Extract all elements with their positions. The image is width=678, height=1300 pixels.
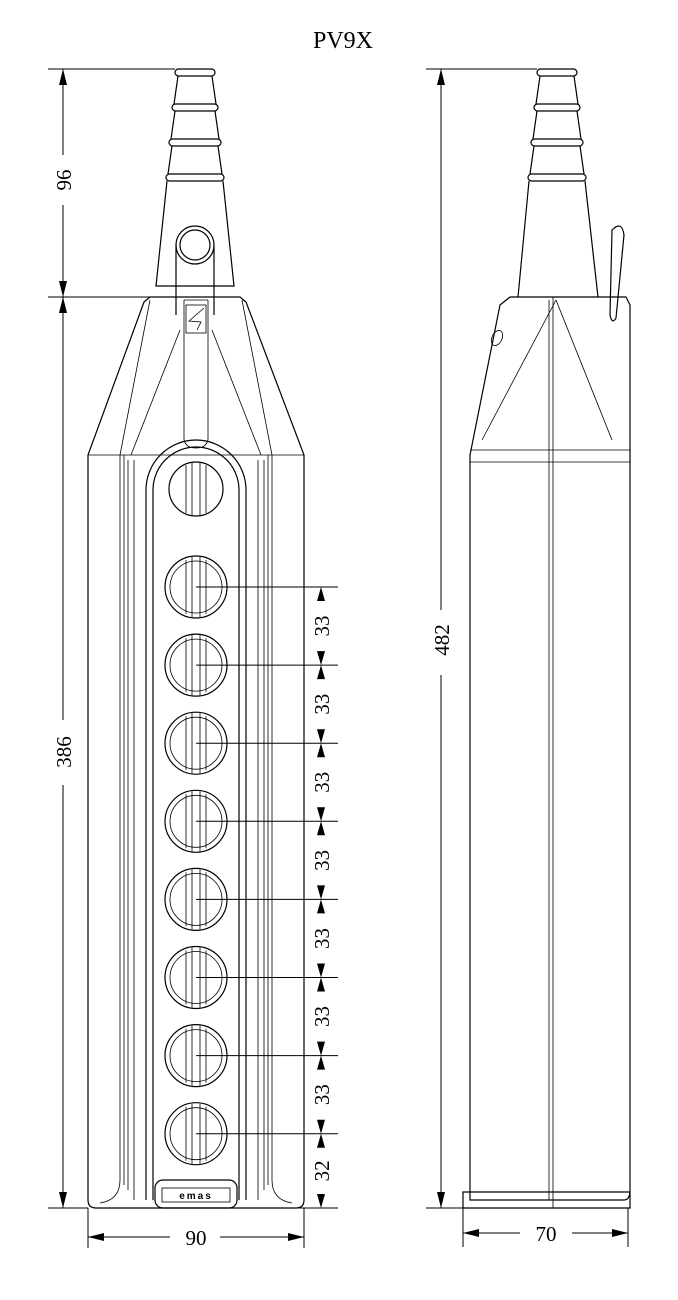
push-button: [164, 555, 338, 619]
side-view: [462, 68, 631, 1209]
dim-button-spacing: 33: [310, 928, 334, 949]
side-base: [462, 1191, 631, 1209]
blank-plug: [168, 461, 224, 517]
front-dimensions: 96 386 90 33 33 33 33 33 33 33 32: [48, 68, 338, 1250]
push-button: [164, 945, 338, 1010]
dimension-arrow: [317, 743, 325, 758]
dimension-arrow: [317, 1194, 325, 1208]
hanger-hook: [609, 225, 625, 322]
dimension-arrow: [317, 665, 325, 680]
dimension-arrow: [317, 587, 325, 601]
push-button: [164, 633, 338, 697]
dim-body-height: 386: [52, 736, 76, 768]
dimension-arrow: [317, 899, 325, 914]
dimension-arrow: [317, 651, 325, 666]
dimension-arrow: [317, 1041, 325, 1056]
drawing-title: PV9X: [313, 28, 373, 54]
dim-gland-height: 96: [52, 170, 76, 191]
dim-total-height: 482: [430, 624, 454, 656]
dimension-arrow: [317, 1133, 325, 1148]
dim-button-spacing: 33: [310, 616, 334, 637]
push-button: [164, 789, 338, 853]
logo-plate: [154, 1179, 238, 1209]
dimension-arrow: [317, 1055, 325, 1070]
dimension-arrow: [317, 885, 325, 900]
push-button: [164, 1023, 338, 1088]
brand-badge: [185, 304, 207, 334]
side-dimensions: 482 70: [426, 68, 629, 1247]
dim-button-spacing: 33: [310, 850, 334, 871]
dim-depth: 70: [536, 1222, 557, 1246]
front-view: emas: [87, 68, 338, 1209]
dim-button-spacing: 33: [310, 1084, 334, 1105]
cable-gland: [155, 68, 235, 315]
dimension-arrow: [317, 963, 325, 978]
dimension-arrow: [317, 977, 325, 992]
dimension-arrow: [317, 821, 325, 836]
dim-button-spacing: 33: [310, 1006, 334, 1027]
dimension-arrow: [317, 807, 325, 822]
side-body-outline: [469, 296, 631, 1201]
logo-text: emas: [179, 1191, 213, 1202]
dim-button-spacing: 33: [310, 772, 334, 793]
push-button: [164, 711, 338, 775]
dim-width: 90: [186, 1226, 207, 1250]
dim-bottom-button: 32: [310, 1160, 334, 1181]
push-button: [164, 1102, 338, 1166]
push-button: [164, 867, 338, 932]
dimension-arrow: [317, 1119, 325, 1134]
dimension-arrow: [317, 729, 325, 744]
dim-button-spacing: 33: [310, 694, 334, 715]
